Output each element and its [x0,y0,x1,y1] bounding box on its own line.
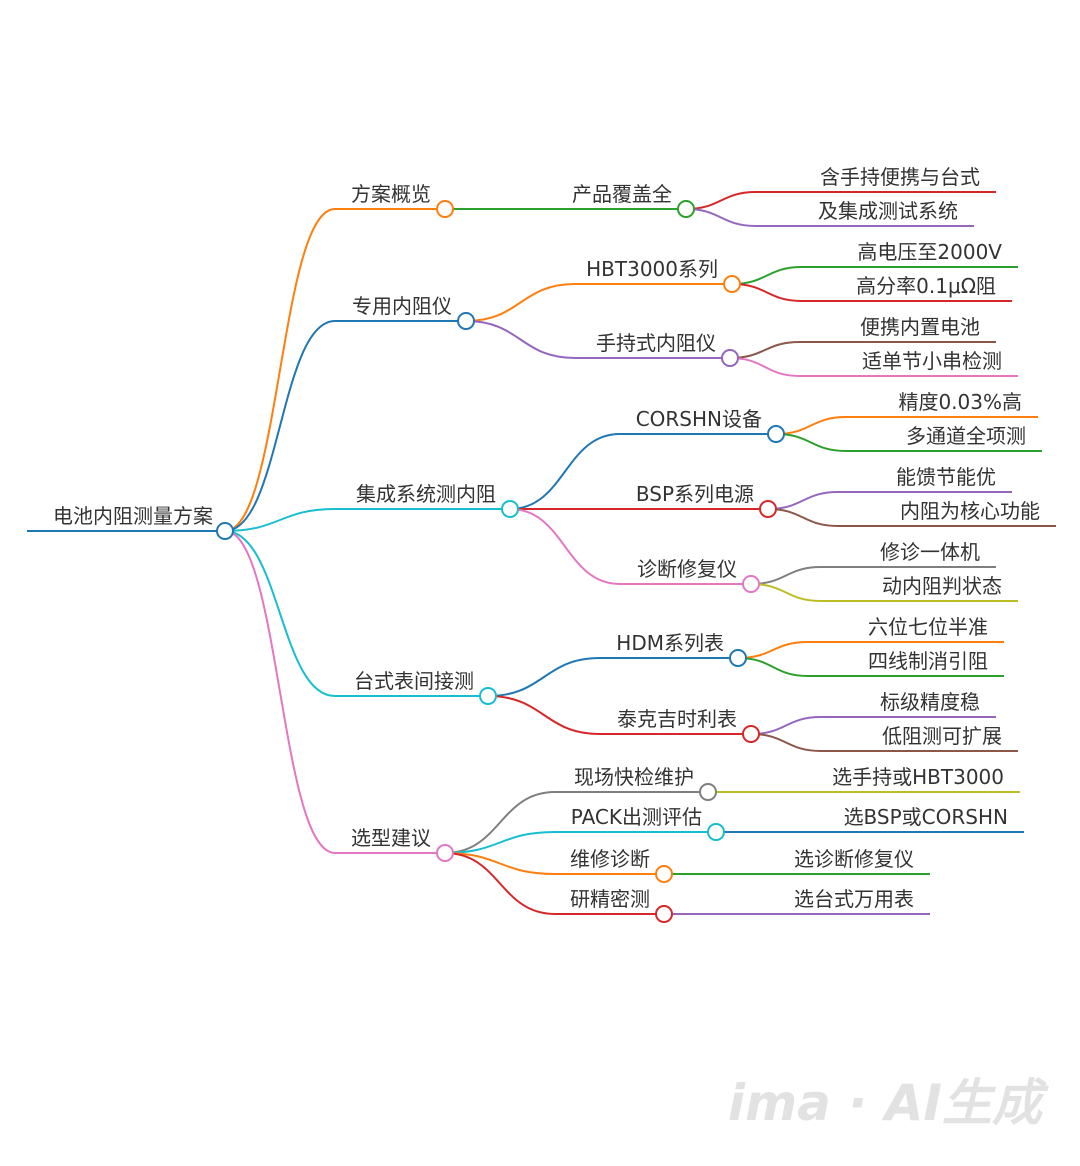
subbranch-edge [444,852,556,915]
leaf-edge [750,566,822,585]
leaf-label: 修诊一体机 [880,540,980,564]
leaf-label: 高分率0.1μΩ阻 [856,274,996,298]
subbranch-edge [444,852,556,875]
leaf-label: 能馈节能优 [896,465,996,489]
leaf-label: 低阻测可扩展 [882,724,1002,748]
branch-edge [224,530,336,854]
subbranch-label: HBT3000系列 [586,257,718,281]
subbranch-node[interactable] [729,649,747,667]
leaf-label: 六位七位半准 [868,615,988,639]
subbranch-node[interactable] [707,823,725,841]
subbranch-label: BSP系列电源 [636,482,754,506]
leaf-edge [750,733,822,752]
subbranch-label: 研精密测 [570,887,650,911]
subbranch-edge [487,657,601,697]
branch-edge [224,208,336,532]
subbranch-edge [509,508,621,585]
leaf-label: 适单节小串检测 [862,349,1002,373]
subbranch-node[interactable] [699,783,717,801]
leaf-label: 多通道全项测 [906,424,1026,448]
subbranch-label: 产品覆盖全 [572,182,672,206]
leaf-label: 选手持或HBT3000 [832,765,1004,789]
leaf-label: 动内阻判状态 [882,574,1002,598]
leaf-edge [731,283,803,302]
branch-label: 集成系统测内阻 [356,482,496,506]
leaf-label: 选诊断修复仪 [794,847,914,871]
subbranch-label: HDM系列表 [616,631,724,655]
leaf-edge [731,266,803,285]
leaf-edge [750,716,822,735]
subbranch-node[interactable] [723,275,741,293]
leaf-edge [685,191,757,210]
leaf-label: 含手持便携与台式 [820,165,980,189]
branch-edge [224,508,336,532]
leaf-edge [767,491,839,510]
branch-edge [224,530,336,697]
subbranch-node[interactable] [742,725,760,743]
branch-node[interactable] [436,200,454,218]
leaf-edge [729,341,801,359]
leaf-edge [737,641,809,659]
subbranch-label: 维修诊断 [570,847,650,871]
leaf-edge [775,416,847,435]
subbranch-edge [465,320,576,359]
leaf-edge [775,433,847,452]
leaf-edge [685,208,757,227]
subbranch-label: 诊断修复仪 [637,557,737,581]
branch-node[interactable] [479,687,497,705]
branch-label: 台式表间接测 [354,669,474,693]
subbranch-edge [487,695,601,735]
leaf-edge [750,583,822,602]
root-node[interactable] [216,522,234,540]
leaf-label: 选台式万用表 [794,887,914,911]
leaf-edge [767,508,839,527]
subbranch-node[interactable] [721,349,739,367]
subbranch-edge [509,433,621,510]
leaf-label: 及集成测试系统 [818,199,958,223]
subbranch-label: 泰克吉时利表 [617,707,737,731]
subbranch-node[interactable] [742,575,760,593]
leaf-edge [737,657,809,677]
branch-label: 选型建议 [351,826,431,850]
subbranch-node[interactable] [655,905,673,923]
branch-node[interactable] [457,312,475,330]
subbranch-label: 手持式内阻仪 [596,331,716,355]
mindmap-edges [27,191,1056,915]
leaf-label: 内阻为核心功能 [900,499,1040,523]
subbranch-edge [444,831,556,854]
leaf-label: 标级精度稳 [880,690,980,714]
leaf-label: 精度0.03%高 [898,390,1022,414]
branch-label: 方案概览 [351,182,431,206]
branch-label: 专用内阻仪 [352,294,452,318]
subbranch-node[interactable] [759,500,777,518]
subbranch-node[interactable] [655,865,673,883]
subbranch-edge [444,791,556,854]
watermark: ima · AI生成 [728,1074,1049,1132]
branch-edge [224,320,336,532]
subbranch-node[interactable] [677,200,695,218]
branch-node[interactable] [501,500,519,518]
subbranch-node[interactable] [767,425,785,443]
leaf-edge [729,357,801,377]
leaf-label: 高电压至2000V [857,240,1002,264]
subbranch-edge [465,283,576,322]
subbranch-label: 现场快检维护 [574,765,694,789]
branch-node[interactable] [436,844,454,862]
subbranch-label: PACK出测评估 [571,805,702,829]
leaf-label: 便携内置电池 [860,315,980,339]
subbranch-label: CORSHN设备 [636,407,762,431]
leaf-label: 四线制消引阻 [868,649,988,673]
root-label: 电池内阻测量方案 [53,504,213,528]
leaf-label: 选BSP或CORSHN [844,805,1008,829]
